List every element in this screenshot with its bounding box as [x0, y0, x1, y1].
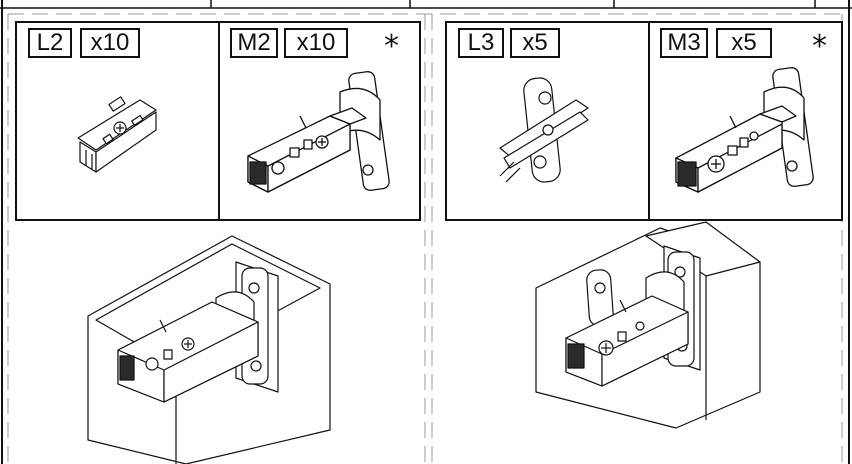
- part-code-label-m2: M2: [230, 28, 278, 58]
- part-code-label-l3: L3: [458, 28, 504, 58]
- installed-hinge-right-drawing: [535, 221, 761, 429]
- hinge-m2-drawing: [247, 71, 390, 193]
- mounting-plate-l2-drawing: [77, 96, 157, 173]
- quantity-label-l3: x5: [510, 28, 560, 58]
- quantity-label-l2: x10: [80, 28, 140, 58]
- star-marker-m3: *: [812, 29, 827, 64]
- quantity-label-m3: x5: [716, 28, 772, 58]
- hinge-m3-drawing: [675, 67, 814, 193]
- mounting-plate-l3-drawing: [499, 77, 589, 183]
- star-marker-m2: *: [384, 29, 399, 64]
- part-code-label-l2: L2: [28, 28, 72, 58]
- quantity-label-m2: x10: [284, 28, 348, 58]
- parts-box-left: [15, 21, 421, 221]
- parts-box-right: [445, 21, 843, 221]
- installed-hinge-left-drawing: [87, 235, 331, 464]
- part-code-label-m3: M3: [660, 28, 708, 58]
